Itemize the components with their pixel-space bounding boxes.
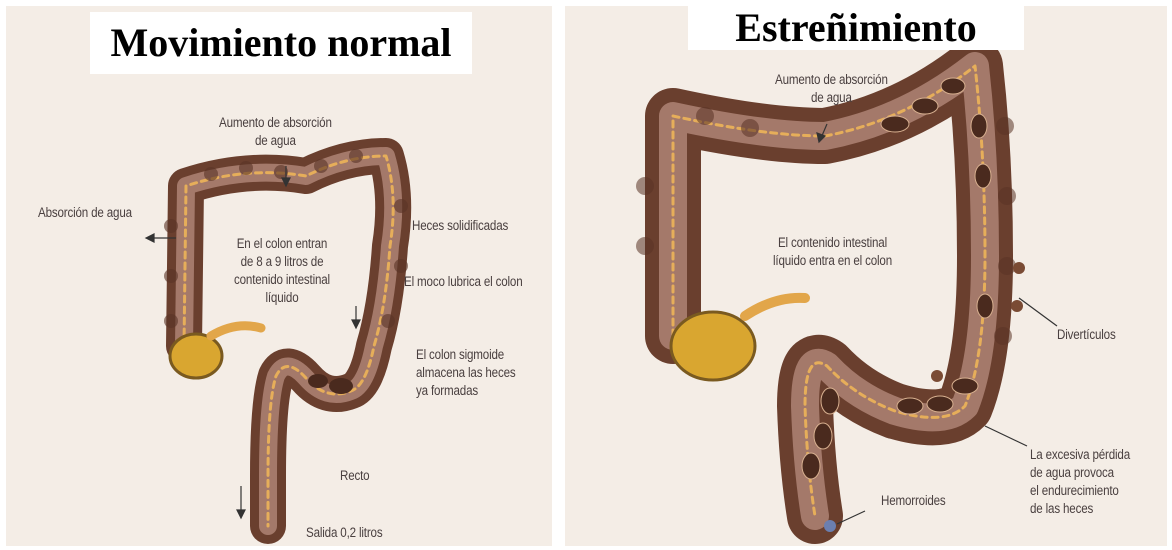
page-title-normal: Movimiento normal	[90, 12, 472, 74]
label-solidified-feces: Heces solidificadas	[412, 217, 508, 235]
normal-movement-panel: Movimiento normal Aumento de absorción d…	[6, 6, 552, 546]
label-sigmoid: El colon sigmoide almacena las heces ya …	[416, 346, 516, 400]
label-hemorrhoids: Hemorroides	[881, 492, 946, 510]
label-diverticula: Divertículos	[1057, 326, 1116, 344]
label-colon-intake: En el colon entran de 8 a 9 litros de co…	[234, 235, 330, 307]
constipation-cecum	[671, 312, 755, 380]
label-water-absorption-increase-normal: Aumento de absorción de agua	[219, 114, 332, 150]
label-rectum: Recto	[340, 467, 369, 485]
label-water-absorption-increase-constipation: Aumento de absorción de agua	[775, 71, 888, 107]
label-output: Salida 0,2 litros	[306, 524, 382, 542]
label-liquid-content: El contenido intestinal líquido entra en…	[773, 234, 892, 270]
label-water-loss: La excesiva pérdida de agua provoca el e…	[1030, 446, 1130, 518]
page-title-constipation: Estreñimiento	[688, 6, 1024, 50]
label-water-absorption: Absorción de agua	[38, 204, 132, 222]
normal-cecum	[170, 334, 222, 378]
label-mucus: El moco lubrica el colon	[404, 273, 522, 291]
constipation-panel: Estreñimiento Aumento de absorción de ag…	[565, 6, 1167, 546]
